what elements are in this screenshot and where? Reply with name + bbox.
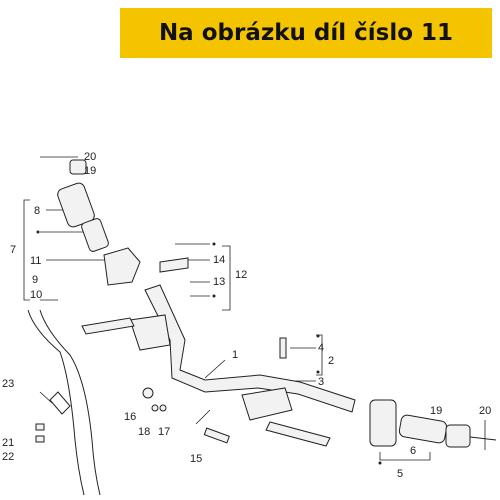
left-brake-cylinder [129,314,171,351]
bracket-12 [222,245,231,311]
washer-17 [159,404,167,412]
label-11: 11 [30,255,41,267]
right-brake-cylinder [241,387,293,421]
label-15: 15 [190,453,202,465]
label-10: 10 [30,289,42,301]
label-7: 7 [10,244,16,256]
bar-end-weight [445,424,471,448]
screw-21 [35,423,45,431]
label-23: 23 [2,378,14,390]
label-17: 17 [158,426,170,438]
dot-ref [212,294,216,298]
cable-clip-23 [49,391,71,415]
dot-ref [212,242,216,246]
pin-15 [203,427,230,444]
label-13: 13 [213,276,225,288]
dot-ref [36,230,40,234]
label-19-right: 19 [430,405,442,417]
throttle-cable-a [27,309,85,496]
bar-end-screw [469,436,497,441]
handlebar-clamp [159,257,189,273]
dot-ref [316,334,320,338]
right-brake-lever [265,421,331,447]
left-grip-sleeve [81,218,109,252]
label-19: 19 [84,165,96,177]
label-4: 4 [318,342,324,354]
screw-22 [35,435,45,443]
label-12: 12 [235,269,247,281]
label-6: 6 [410,445,416,457]
label-20-right: 20 [479,405,491,417]
label-2: 2 [328,355,334,367]
bar-end-left [69,159,87,175]
handlebar-tube [144,284,356,413]
right-grip [398,414,448,444]
dot-ref [316,370,320,374]
throttle-housing [369,399,397,447]
label-16: 16 [124,411,136,423]
washer-18 [151,404,159,412]
label-1: 1 [232,349,238,361]
left-brake-lever [81,317,135,335]
title-banner: Na obrázku díl číslo 11 [120,8,492,58]
bolt-4 [279,337,287,359]
bracket-2 [316,334,323,376]
leader-23 [39,391,53,404]
leader-15 [195,409,211,425]
label-5: 5 [397,468,403,480]
label-3: 3 [318,376,324,388]
label-22: 22 [2,451,14,463]
label-21: 21 [2,437,14,449]
washer-16 [142,387,154,399]
dot-ref [378,461,382,465]
label-8: 8 [34,205,40,217]
label-9: 9 [32,274,38,286]
bracket-5 [379,452,431,461]
label-18: 18 [138,426,150,438]
label-14: 14 [213,254,225,266]
left-switch-housing [103,247,141,286]
banner-text: Na obrázku díl číslo 11 [158,20,454,46]
label-20: 20 [84,151,96,163]
bracket-7 [23,199,30,301]
throttle-cable-b [39,309,101,496]
leader-1 [204,359,226,379]
